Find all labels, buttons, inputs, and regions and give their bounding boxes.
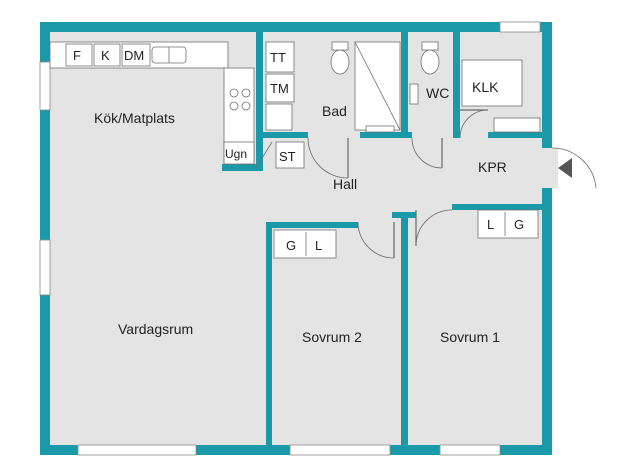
wall-bed2-west	[266, 222, 272, 445]
fixture-label-dryer: TT	[270, 50, 286, 65]
window-bottom-1	[77, 444, 197, 456]
wall-bath-south	[263, 132, 308, 138]
room-label-kitchen: Kök/Matplats	[94, 110, 175, 126]
wall-bed1-north-left	[392, 212, 416, 218]
bed2-wardrobe-row	[273, 229, 337, 259]
fixture-label-fridge: F	[73, 48, 81, 63]
room-label-living: Vardagsrum	[118, 321, 193, 337]
window-top-1	[499, 21, 541, 33]
shower-line	[354, 41, 401, 131]
wall-kitchen-east	[256, 32, 263, 168]
storage-divider	[255, 141, 273, 169]
window-bottom-3	[439, 444, 501, 456]
fixture-label-bed1-linen: L	[487, 217, 494, 232]
stove-burner-icon	[241, 101, 251, 111]
dishwasher-box	[121, 43, 151, 67]
room-label-kpr: KPR	[478, 159, 507, 175]
door-swing-bath	[307, 137, 349, 179]
wc-sink-icon	[409, 83, 419, 105]
room-label-bedroom1: Sovrum 1	[440, 329, 500, 345]
wc-toilet-icon	[420, 49, 440, 75]
window-bottom-2	[289, 444, 391, 456]
window-left-1	[39, 61, 51, 111]
wall-kitchen-south	[222, 164, 263, 171]
entrance-floor	[544, 148, 558, 188]
door-swing-wc	[411, 137, 443, 169]
toilet-tank-icon	[331, 41, 349, 51]
room-label-klk: KLK	[472, 79, 499, 95]
stove-burner-icon	[241, 88, 251, 98]
wall-top	[40, 22, 552, 32]
wall-bed-divider	[401, 212, 408, 445]
storage-box	[275, 141, 305, 169]
fixture-label-bed1-wardrobe: G	[514, 217, 524, 232]
wc-tank-icon	[421, 41, 439, 51]
wall-right-upper	[542, 22, 552, 148]
fixture-label-bed2-linen: L	[315, 238, 322, 253]
oven-box	[223, 141, 255, 165]
bed1-wardrobe-row	[477, 209, 539, 239]
stove-burner-icon	[229, 101, 239, 111]
wall-wc-south	[408, 132, 412, 138]
fixture-label-bed2-wardrobe: G	[286, 238, 296, 253]
wall-bath-south-2	[360, 132, 408, 138]
door-swing-bed1	[415, 209, 453, 247]
wall-bath-east	[401, 32, 408, 138]
klk-shelf	[493, 117, 541, 133]
entrance-arrow-icon	[558, 158, 572, 178]
room-label-bath: Bad	[322, 103, 347, 119]
freezer-box	[93, 43, 121, 67]
fixture-label-storage: ST	[279, 149, 296, 164]
door-swing-bed2	[357, 221, 395, 259]
fixture-label-dishwasher: DM	[124, 48, 144, 63]
wall-left	[40, 22, 50, 455]
fixture-label-washer: TM	[270, 81, 289, 96]
fixture-label-oven: Ugn	[225, 147, 247, 161]
klk-cabinet	[461, 59, 523, 107]
wall-bed1-north	[452, 204, 542, 210]
door-swing-entrance	[551, 147, 597, 189]
wall-klk-south	[488, 132, 542, 138]
room-label-bedroom2: Sovrum 2	[302, 329, 362, 345]
fridge-box	[65, 43, 93, 67]
room-label-hall: Hall	[333, 176, 357, 192]
room-label-wc: WC	[426, 85, 449, 101]
laundry-counter	[265, 103, 293, 131]
wall-right-lower	[542, 188, 552, 455]
dryer-box	[265, 41, 295, 73]
washer-box	[265, 73, 295, 103]
wall-wc-east	[453, 32, 460, 138]
stove-burner-icon	[229, 88, 239, 98]
fixture-label-freezer: K	[101, 48, 110, 63]
toilet-icon	[330, 49, 350, 75]
bath-sink-icon	[365, 125, 395, 133]
wall-bed2-north	[266, 222, 358, 228]
window-left-2	[39, 239, 51, 296]
